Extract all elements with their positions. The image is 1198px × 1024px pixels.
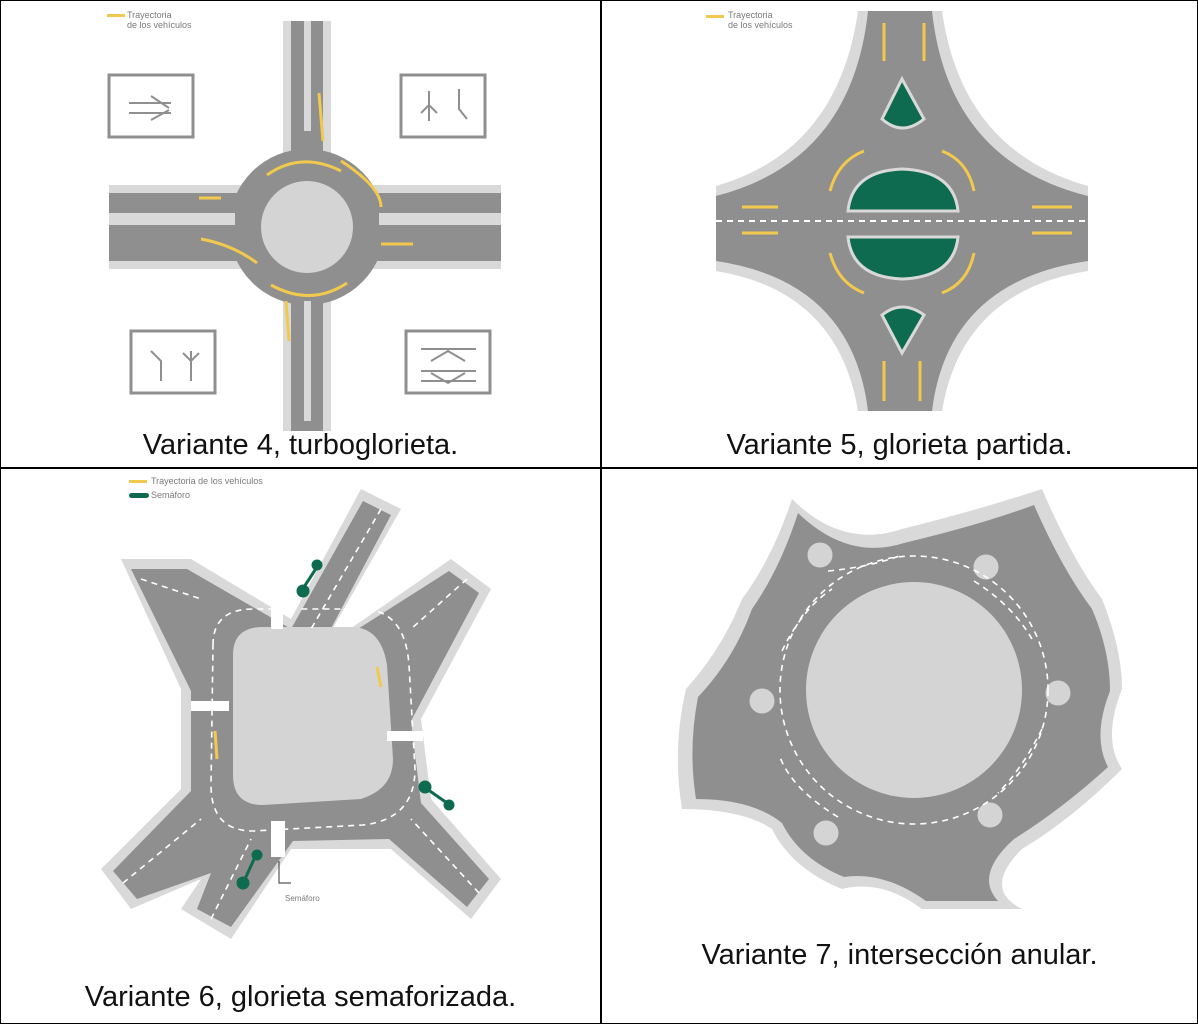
panel-variante-4: Trayectoria de los vehículos bbox=[1, 1, 600, 467]
legend-text-trajectory: Trayectoria de los vehículos bbox=[151, 476, 263, 486]
table-divider-horizontal bbox=[0, 467, 1198, 469]
table-divider-vertical bbox=[600, 0, 602, 1024]
panel-variante-7: Variante 7, intersección anular. bbox=[602, 469, 1197, 1023]
caption: Variante 5, glorieta partida. bbox=[726, 429, 1073, 461]
traffic-light-callout: Semáforo bbox=[285, 894, 320, 903]
legend-text-traffic-light: Semáforo bbox=[151, 490, 191, 500]
glorieta-semaforizada-diagram bbox=[101, 489, 501, 939]
interseccion-anular-diagram bbox=[677, 489, 1122, 909]
turboglorieta-diagram bbox=[107, 21, 501, 431]
legend-trajectory-swatch bbox=[129, 480, 147, 483]
legend-trajectory-swatch bbox=[706, 15, 724, 18]
traffic-light-legend-icon bbox=[129, 493, 149, 498]
legend-text: Trayectoria de los vehículos bbox=[127, 10, 192, 30]
panel-variante-5: Trayectoria de los vehículos Variante 5,… bbox=[602, 1, 1197, 467]
legend-text: Trayectoria de los vehículos bbox=[728, 10, 793, 30]
glorieta-partida-diagram bbox=[716, 11, 1088, 411]
caption: Variante 6, glorieta semaforizada. bbox=[84, 981, 517, 1013]
caption: Variante 4, turboglorieta. bbox=[142, 429, 459, 461]
legend-trajectory-swatch bbox=[107, 14, 125, 17]
caption: Variante 7, intersección anular. bbox=[701, 939, 1098, 971]
panel-variante-6: Trayectoria de los vehículos Semáforo bbox=[1, 469, 600, 1023]
